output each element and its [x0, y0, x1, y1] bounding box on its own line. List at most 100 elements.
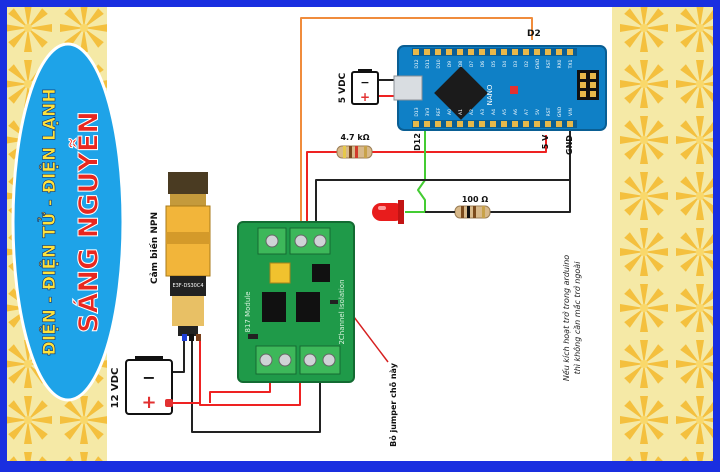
header-pin-label: A2 — [469, 109, 475, 115]
header-pin-bottom_pins-7 — [490, 121, 496, 127]
resistor-4k7 — [336, 145, 373, 159]
header-pin-label: D3 — [513, 61, 519, 67]
header-pin-label: A7 — [524, 109, 530, 115]
header-pin-bottom_pins-5 — [468, 121, 474, 127]
module-code: 817 Module — [244, 291, 252, 332]
header-pin-top_pins-9 — [512, 49, 518, 55]
header-pin-top_pins-0 — [413, 49, 419, 55]
header-pin-bottom_pins-13 — [556, 121, 562, 127]
header-pin-label: A3 — [480, 109, 486, 115]
arduino-pin-d2: D2 — [527, 29, 541, 39]
wires — [160, 17, 571, 433]
header-pin-top_pins-10 — [523, 49, 529, 55]
jumper-header — [312, 264, 330, 282]
top-header-labels: D12 D11 D10 D9 D8 D7 D6 D5 D4 D3 D2 GND RST RX0 TX1 — [414, 58, 574, 69]
module-title: 2Channel Isolation — [338, 279, 346, 344]
sensor-caption: Cảm biến NPN — [149, 212, 160, 284]
header-pin-label: GND — [535, 58, 541, 69]
header-pin-top_pins-4 — [457, 49, 463, 55]
mcu-chip — [434, 66, 488, 120]
arduino-name: NANO — [486, 84, 494, 105]
arduino-pin-d12: D12 — [413, 133, 422, 151]
header-pin-label: RST — [546, 107, 552, 116]
header-pin-label: A0 — [447, 109, 453, 115]
header-pin-label: D12 — [414, 59, 420, 68]
sensor-wire-black-end — [189, 334, 194, 341]
wire-sensor-black — [191, 340, 321, 433]
wire-orange-d2 — [300, 17, 533, 238]
header-pin-top_pins-5 — [468, 49, 474, 55]
battery-5v-plus: + — [360, 90, 370, 104]
right-pattern-panel — [612, 7, 713, 461]
battery-12v-plus: + — [141, 392, 156, 413]
header-pin-label: D8 — [458, 61, 464, 67]
header-pin-label: A1 — [458, 109, 464, 115]
header-pin-label: REF — [436, 107, 442, 116]
header-pin-label: D4 — [502, 61, 508, 67]
header-pin-top_pins-14 — [567, 49, 573, 55]
brand-line2: SÁNG NGUYỄN — [69, 111, 105, 333]
header-pin-top_pins-6 — [479, 49, 485, 55]
battery-12v-label: 12 VDC — [110, 368, 121, 409]
header-pin-bottom_pins-4 — [457, 121, 463, 127]
header-pin-label: VIN — [568, 108, 574, 116]
arduino-pin-5v: 5 V — [541, 134, 550, 149]
side-note-line1: Nếu kích hoạt trở trong arduino — [561, 255, 571, 381]
wire-red-5v — [372, 135, 547, 153]
header-pin-label: A5 — [502, 109, 508, 115]
header-pin-label: A4 — [491, 109, 497, 115]
header-pin-top_pins-12 — [545, 49, 551, 55]
header-pin-label: 5V — [535, 108, 541, 115]
header-pin-bottom_pins-14 — [567, 121, 573, 127]
isolation-module: 2Channel Isolation 817 Module — [237, 221, 355, 383]
header-pin-label: D5 — [491, 61, 497, 67]
header-pin-bottom_pins-8 — [501, 121, 507, 127]
header-pin-bottom_pins-11 — [534, 121, 540, 127]
header-pin-bottom_pins-6 — [479, 121, 485, 127]
header-pin-label: D7 — [469, 61, 475, 67]
npn-sensor: E3F-DS30C4 — [165, 172, 211, 341]
wire-red-5v-left — [306, 151, 337, 238]
header-pin-label: TX1 — [568, 60, 574, 70]
bottom-header-pins — [413, 121, 573, 127]
top-header-pins — [413, 49, 573, 55]
header-pin-label: GND — [557, 106, 563, 117]
battery-12v: − + — [125, 356, 173, 415]
header-pin-top_pins-1 — [424, 49, 430, 55]
header-pin-label: D6 — [480, 61, 486, 67]
wire-green-d12 — [405, 128, 426, 213]
jumper-note: Bỏ jumper chỗ này — [388, 362, 398, 447]
wire-sensor-brown — [199, 340, 301, 406]
header-pin-label: 3V3 — [425, 107, 431, 116]
header-pin-label: RX0 — [557, 59, 563, 68]
header-pin-label: RST — [546, 59, 552, 68]
header-pin-top_pins-2 — [435, 49, 441, 55]
header-pin-bottom_pins-12 — [545, 121, 551, 127]
battery-5v-minus: − — [360, 76, 369, 89]
header-pin-bottom_pins-9 — [512, 121, 518, 127]
wire-black-gnd — [315, 130, 571, 238]
header-pin-top_pins-8 — [501, 49, 507, 55]
header-pin-top_pins-11 — [534, 49, 540, 55]
resistor-4k7-label: 4.7 kΩ — [340, 133, 369, 142]
header-pin-label: D11 — [425, 59, 431, 68]
header-pin-top_pins-13 — [556, 49, 562, 55]
header-pin-bottom_pins-1 — [424, 121, 430, 127]
battery-5v-label: 5 VDC — [338, 72, 348, 103]
red-led — [372, 200, 404, 224]
wire-batt12-to-module — [209, 375, 271, 403]
header-pin-top_pins-7 — [490, 49, 496, 55]
battery-12v-minus: − — [142, 368, 155, 387]
header-pin-bottom_pins-2 — [435, 121, 441, 127]
header-pin-label: D2 — [524, 61, 530, 67]
arduino-pin-gnd: GND — [565, 135, 574, 155]
header-pin-label: D9 — [447, 61, 453, 67]
wire-black-led-gnd — [490, 180, 571, 213]
header-pin-bottom_pins-0 — [413, 121, 419, 127]
header-pin-label: D10 — [436, 59, 442, 68]
battery-5v: − + — [351, 69, 379, 105]
